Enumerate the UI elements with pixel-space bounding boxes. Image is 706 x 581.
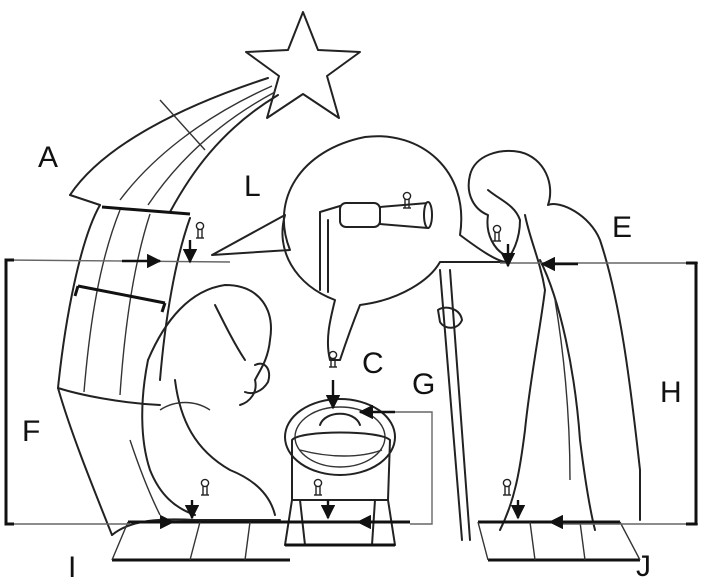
label-l: L — [244, 170, 261, 203]
clip-icon — [195, 221, 205, 239]
speech-bubble-section — [211, 135, 506, 361]
mary-figure — [111, 284, 281, 536]
label-a: A — [38, 141, 58, 174]
arrows — [122, 240, 582, 530]
guide-lines — [4, 258, 698, 526]
label-j: J — [636, 550, 651, 581]
clip-icon — [200, 478, 210, 496]
clip-icon — [492, 224, 502, 242]
label-e: E — [612, 211, 632, 244]
label-f: F — [22, 415, 40, 448]
label-h: H — [660, 376, 682, 409]
label-g: G — [412, 368, 435, 401]
callout-labels: A L E C G H F I J — [22, 141, 682, 581]
star-icon — [245, 11, 361, 119]
clip-icon — [313, 478, 323, 496]
clip-icon — [502, 478, 512, 496]
label-c: C — [362, 347, 384, 380]
base-frames — [111, 520, 641, 562]
comet-tail-section — [57, 77, 279, 536]
joseph-figure — [437, 149, 641, 541]
label-i: I — [68, 551, 76, 581]
